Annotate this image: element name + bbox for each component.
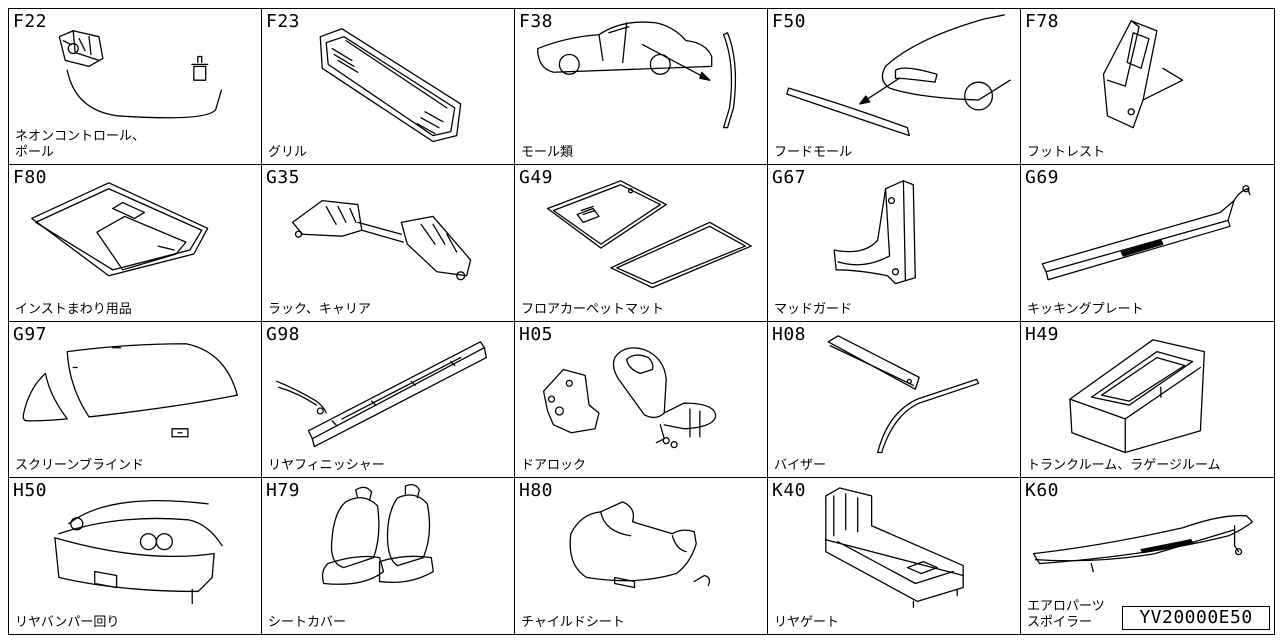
category-cell-f78[interactable]: F78 フットレスト [1021,9,1274,166]
category-code: F78 [1025,11,1060,32]
category-code: G97 [13,323,48,345]
category-label: ドアロック [521,457,587,473]
category-label: フットレスト [1027,145,1106,161]
category-label: ラック、キャリア [268,301,371,317]
category-cell-h08[interactable]: H08 バイザー [768,321,1021,478]
category-code: G35 [266,167,301,189]
category-code: F50 [772,11,807,32]
category-label: インストまわり用品 [15,301,132,317]
category-label: スクリーンブラインド [15,457,144,473]
footrest-illustration [1102,20,1184,129]
category-label: リヤゲート [774,615,840,630]
category-cell-f50[interactable]: F50 フードモール [768,9,1021,166]
category-label: シートカバー [268,615,347,630]
floor-mat-illustration [546,180,752,289]
category-code: G69 [1025,167,1060,189]
category-cell-h79[interactable]: H79 シートカバー [262,477,515,634]
category-label: グリル [268,145,308,161]
category-code: F38 [519,11,554,32]
rear-bumper-illustration [54,499,223,604]
category-code: K60 [1025,479,1060,501]
roof-rack-illustration [291,200,472,281]
category-code: G49 [519,167,554,189]
mud-guard-illustration [833,180,916,285]
category-cell-h50[interactable]: H50 リヤバンパー回り [9,477,262,634]
category-cell-f80[interactable]: F80 インストまわり用品 [9,165,262,322]
category-label: フロアカーペットマット [521,301,665,317]
category-cell-g35[interactable]: G35 ラック、キャリア [262,165,515,322]
screen-blind-illustration [22,342,238,437]
category-cell-f23[interactable]: F23 グリル [262,9,515,166]
category-cell-k40[interactable]: K40 リヤゲート [768,477,1021,634]
category-label: リヤバンパー回り [15,615,120,630]
category-label: チャイルドシート [521,615,625,630]
rear-gate-illustration [825,487,964,608]
category-cell-g49[interactable]: G49 フロアカーペットマット [515,165,768,322]
category-code: F23 [266,11,301,32]
moldings-illustration [537,21,737,129]
category-cell-h49[interactable]: H49 トランクルーム、ラゲージルーム [1021,322,1274,478]
category-label: リヤフィニッシャー [268,457,385,473]
category-cell-h05[interactable]: H05 ドアロック [515,321,768,478]
category-label: トランクルーム、ラゲージルーム [1027,457,1221,473]
category-code: G98 [266,323,301,345]
kicking-plate-illustration [1041,185,1251,281]
category-code: H80 [519,479,554,501]
category-label: マッドガード [774,301,853,317]
category-label: キッキングプレート [1027,301,1144,317]
category-cell-f22[interactable]: F22 ネオンコントロール、 ポール [9,9,262,166]
category-cell-f38[interactable]: F38 モール類 [515,9,768,166]
grille-illustration [319,28,462,143]
instrument-panel-illustration [31,182,209,277]
category-code: F80 [13,167,48,189]
hood-molding-illustration [786,14,1011,137]
category-cell-g69[interactable]: G69 キッキングプレート [1021,165,1274,322]
category-label: モール類 [521,145,574,161]
category-code: H08 [772,323,807,345]
seat-cover-illustration [321,483,434,585]
category-label: フードモール [774,145,853,161]
category-cell-k60[interactable]: K60 エアロパーツ スポイラー YV20000E50 [1021,478,1274,634]
category-cell-g97[interactable]: G97 スクリーンブラインド [9,321,262,478]
category-label: バイザー [774,457,827,473]
parts-index-grid: F22 ネオンコントロール、 ポール F23 グリル F38 モール類 [8,8,1275,635]
door-lock-illustration [542,346,717,448]
category-cell-g98[interactable]: G98 リヤフィニッシャー [262,321,515,478]
trunk-room-illustration [1069,338,1206,453]
category-code: G67 [772,167,807,189]
diagram-reference-code: YV20000E50 [1122,606,1270,630]
category-label: エアロパーツ スポイラー [1027,599,1105,630]
category-code: K40 [772,479,807,501]
category-cell-h80[interactable]: H80 チャイルドシート [515,477,768,634]
category-label: ネオンコントロール、 ポール [15,129,146,161]
child-seat-illustration [569,500,711,588]
category-code: H50 [13,479,48,501]
category-code: H49 [1025,323,1060,345]
rear-finisher-illustration [276,340,488,447]
category-code: H79 [266,479,301,501]
category-cell-g67[interactable]: G67 マッドガード [768,165,1021,322]
visor-illustration [827,334,980,453]
category-code: H05 [519,323,554,345]
category-code: F22 [13,11,48,32]
